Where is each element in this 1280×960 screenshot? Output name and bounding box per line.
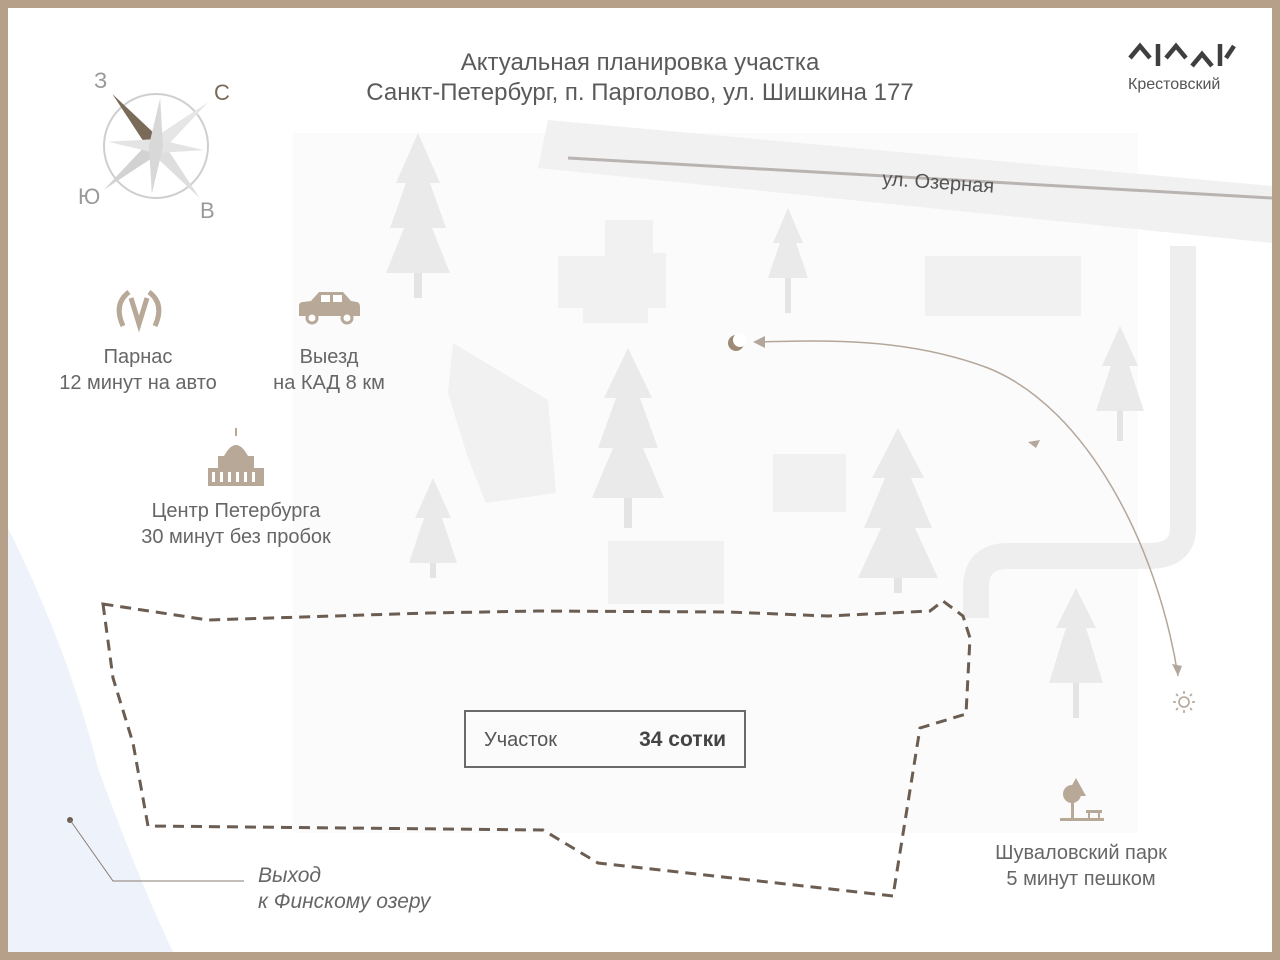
poi-car-distance: на КАД 8 км <box>273 372 385 394</box>
building-icon <box>208 428 264 486</box>
poi-car-name: Выезд <box>299 346 359 368</box>
map-frame: Актуальная планировка участка Санкт-Пете… <box>8 8 1272 952</box>
road-ozernaya <box>538 120 1272 243</box>
sun-icon <box>1173 691 1195 713</box>
poi-center-name: Центр Петербурга <box>151 500 321 522</box>
lake-label-line-2: к Финскому озеру <box>258 890 431 913</box>
poi-park-time: 5 минут пешком <box>1006 868 1156 890</box>
compass-east-label: В <box>200 198 215 223</box>
plot-info-box: Участок 34 сотки <box>464 710 746 768</box>
tree-icon <box>386 133 450 298</box>
page-title: Актуальная планировка участка Санкт-Пете… <box>240 48 1040 108</box>
tree-icon <box>768 208 808 313</box>
tree-icon <box>1049 588 1103 718</box>
lake-pointer <box>67 817 244 882</box>
plot-label: Участок <box>484 729 558 751</box>
compass-south-label: Ю <box>78 184 101 209</box>
tree-icon <box>592 348 664 528</box>
lake-water <box>8 528 173 952</box>
lake-label-line-1: Выход <box>258 864 322 887</box>
poi-metro: Парнас 12 минут на авто <box>38 344 238 396</box>
tree-icon <box>858 428 938 593</box>
tree-icon <box>409 478 457 578</box>
poi-park-name: Шуваловский парк <box>995 842 1167 864</box>
tree-icon <box>1096 326 1144 441</box>
poi-car: Выезд на КАД 8 км <box>244 344 414 396</box>
site-map <box>8 42 1272 952</box>
poi-park: Шуваловский парк 5 минут пешком <box>968 840 1194 892</box>
poi-metro-time: 12 минут на авто <box>59 372 217 394</box>
sun-path-arrow <box>1172 664 1182 676</box>
sun-path-arrow <box>1028 440 1040 448</box>
buildings <box>448 220 1081 604</box>
compass-west-label: З <box>94 68 108 93</box>
title-line-2: Санкт-Петербург, п. Парголово, ул. Шишки… <box>366 79 914 106</box>
park-icon <box>1060 778 1104 821</box>
metro-icon <box>116 290 162 333</box>
poi-metro-name: Парнас <box>103 346 173 368</box>
poi-center-time: 30 минут без пробок <box>141 526 331 548</box>
sun-path-arc <box>757 340 1179 677</box>
poi-center: Центр Петербурга 30 минут без пробок <box>116 498 356 550</box>
compass-icon <box>103 93 209 199</box>
sun-path-arrow <box>753 336 765 348</box>
trees <box>386 133 1144 718</box>
title-line-1: Актуальная планировка участка <box>460 49 820 76</box>
compass-north-label: С <box>214 80 230 105</box>
side-road <box>963 246 1196 618</box>
car-icon <box>299 292 360 325</box>
plot-boundary <box>101 599 972 898</box>
plot-area: 34 сотки <box>639 728 726 751</box>
logo-text: Крестовский <box>1128 76 1221 93</box>
road-edge <box>567 156 1272 200</box>
krestovsky-logo-icon <box>1128 42 1236 68</box>
lake-label: Выход к Финскому озеру <box>258 863 430 915</box>
moon-icon <box>728 333 747 351</box>
